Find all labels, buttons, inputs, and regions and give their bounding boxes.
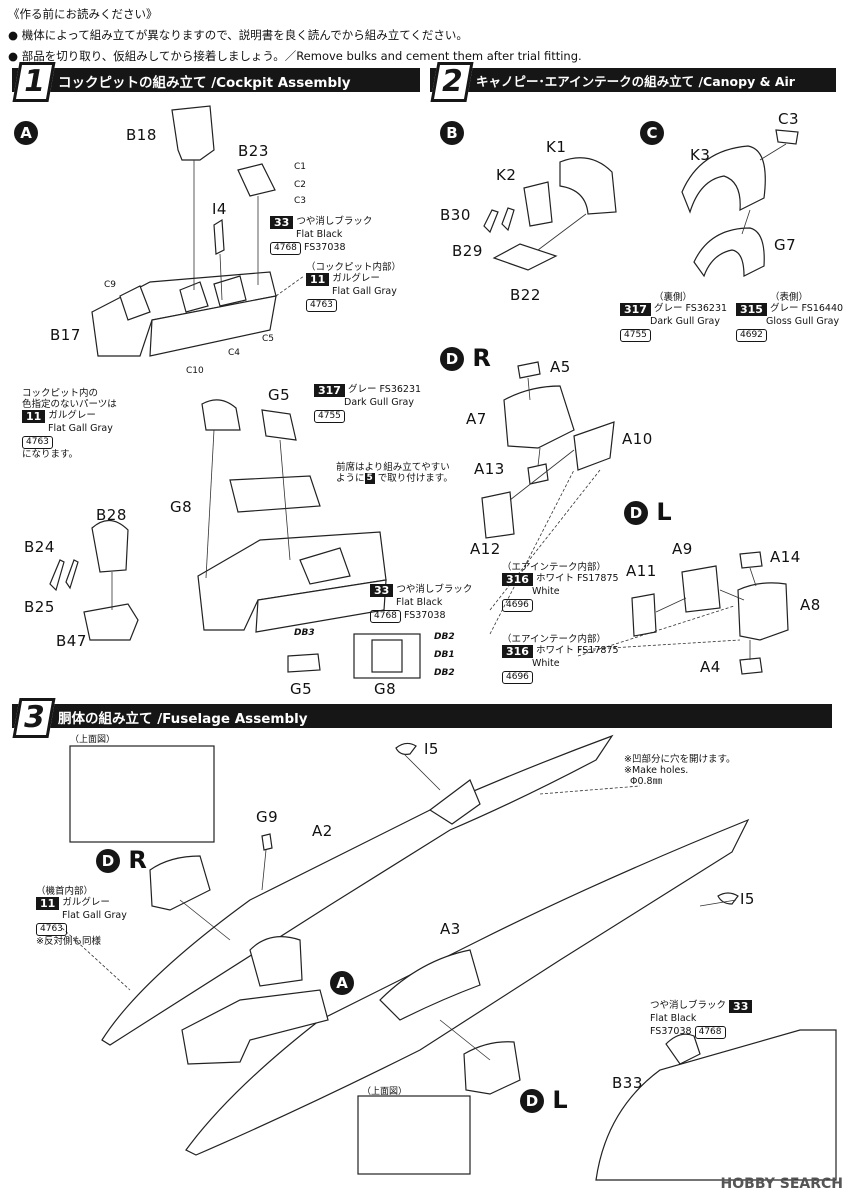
step2-title: キャノピー･エアインテークの組み立て /Canopy & Air Intake … (476, 74, 795, 105)
part-a12: A12 (470, 540, 501, 558)
part-a14: A14 (770, 548, 801, 566)
part-k3: K3 (690, 146, 711, 164)
part-b47: B47 (56, 632, 87, 650)
part-c3: C3 (294, 196, 307, 206)
part-g9: G9 (256, 808, 279, 826)
part-g7: G7 (774, 236, 797, 254)
part-b30: B30 (440, 206, 471, 224)
step2-header: 2 キャノピー･エアインテークの組み立て /Canopy & Air Intak… (430, 62, 836, 105)
part-g5-detail: G5 (290, 680, 313, 698)
top-view-label-1: （上面図） (70, 735, 116, 745)
part-b23: B23 (238, 142, 269, 160)
part-b25: B25 (24, 598, 55, 616)
part-g8-detail: G8 (374, 680, 397, 698)
part-b24: B24 (24, 538, 55, 556)
part-g5: G5 (268, 386, 291, 404)
part-a11: A11 (626, 562, 657, 580)
notes-heading: 《作る前にお読みください》 (8, 7, 158, 21)
part-c2: C2 (294, 180, 307, 190)
decal-db2-a: DB2 (434, 632, 455, 642)
step2-sub-c: C (640, 118, 664, 146)
notes-line-2: ● 部品を切り取り、仮組みしてから接着しましょう。／Remove bulks a… (8, 49, 582, 63)
decal-db3: DB3 (294, 628, 315, 638)
step3-sub-dr: D R (96, 846, 147, 874)
part-c9: C9 (104, 280, 117, 290)
step3-sub-dl: D L (520, 1086, 568, 1114)
part-g8: G8 (170, 498, 193, 516)
notes-line-1: ● 機体によって組み立てが異なりますので、説明書を良く読んでから組み立てください… (8, 28, 468, 42)
step3-sub-a: A (330, 968, 354, 996)
step1-header: 1 コックピットの組み立て /Cockpit Assembly (12, 62, 420, 102)
part-k1: K1 (546, 138, 567, 156)
part-b29: B29 (452, 242, 483, 260)
step2-sub-dl: D L (624, 498, 672, 526)
note-make-holes: ※凹部分に穴を開けます。 ※Make holes. Φ0.8㎜ (624, 754, 736, 787)
part-a8: A8 (800, 596, 821, 614)
part-a2: A2 (312, 822, 333, 840)
part-k2: K2 (496, 166, 517, 184)
part-c4: C4 (228, 348, 241, 358)
part-a7: A7 (466, 410, 487, 428)
decal-db1: DB1 (434, 650, 455, 660)
part-a10: A10 (622, 430, 653, 448)
part-b18: B18 (126, 126, 157, 144)
part-b22: B22 (510, 286, 541, 304)
part-c5: C5 (262, 334, 275, 344)
step2-sub-dr: D R (440, 344, 491, 372)
step3-title: 胴体の組み立て /Fuselage Assembly (58, 711, 308, 727)
part-a4: A4 (700, 658, 721, 676)
part-b17: B17 (50, 326, 81, 344)
step2-sub-b: B (440, 118, 464, 146)
part-c1: C1 (294, 162, 307, 172)
part-c10: C10 (186, 366, 204, 376)
watermark: HOBBY SEARCH (720, 1176, 843, 1192)
part-c3-canopy: C3 (778, 110, 800, 128)
paint-33-flat-black-3: つや消しブラック 33 Flat Black FS37038 4768 (650, 1000, 755, 1039)
part-a5: A5 (550, 358, 571, 376)
step1-title: コックピットの組み立て /Cockpit Assembly (58, 75, 351, 91)
part-b28: B28 (96, 506, 127, 524)
part-i5-upper: I5 (424, 740, 439, 758)
part-a13: A13 (474, 460, 505, 478)
part-i5-lower: I5 (740, 890, 755, 908)
decal-db2-b: DB2 (434, 668, 455, 678)
part-a9: A9 (672, 540, 693, 558)
part-i4: I4 (212, 200, 227, 218)
step1-sub-a: A (14, 118, 38, 146)
top-view-label-2: （上面図） (362, 1087, 408, 1097)
step3-header: 3 胴体の組み立て /Fuselage Assembly (12, 698, 832, 738)
part-a3: A3 (440, 920, 461, 938)
part-b33: B33 (612, 1074, 643, 1092)
